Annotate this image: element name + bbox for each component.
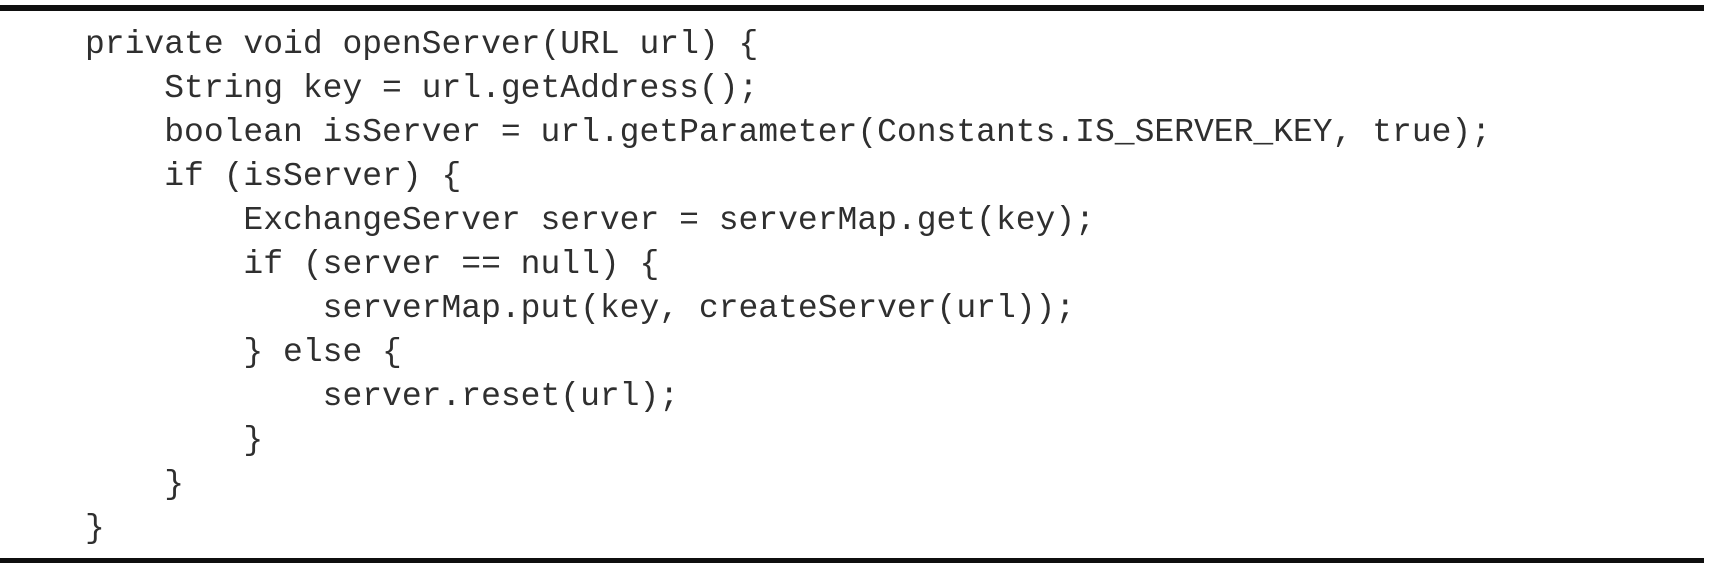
code-line: ExchangeServer server = serverMap.get(ke…	[85, 202, 1095, 239]
top-rule	[0, 5, 1704, 11]
code-line: boolean isServer = url.getParameter(Cons…	[85, 114, 1492, 151]
code-line: if (server == null) {	[85, 246, 660, 283]
code-line: } else {	[85, 334, 402, 371]
code-line: server.reset(url);	[85, 378, 680, 415]
bottom-rule	[0, 558, 1704, 563]
code-line: private void openServer(URL url) {	[85, 26, 759, 63]
code-line: }	[85, 466, 185, 503]
code-listing: private void openServer(URL url) { Strin…	[85, 23, 1491, 551]
code-line: }	[85, 510, 105, 547]
code-line: if (isServer) {	[85, 158, 462, 195]
code-line: String key = url.getAddress();	[85, 70, 759, 107]
code-line: }	[85, 422, 264, 459]
code-line: serverMap.put(key, createServer(url));	[85, 290, 1076, 327]
